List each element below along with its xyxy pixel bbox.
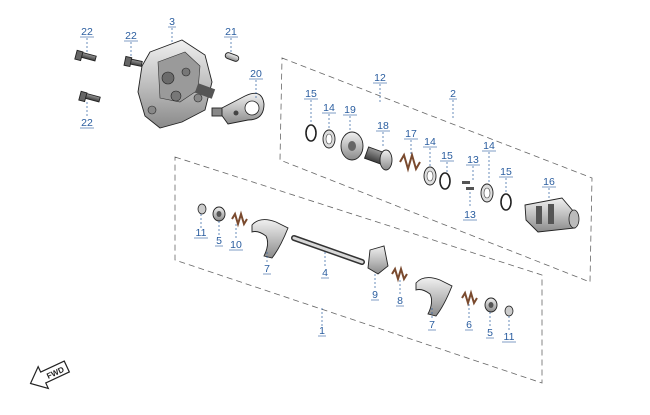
callout-9: 9: [372, 289, 378, 301]
housing-part: [137, 39, 216, 129]
roller-5-right: [484, 297, 498, 313]
callout-14: 14: [424, 136, 436, 148]
callout-12: 12: [374, 72, 386, 84]
callout-14: 14: [483, 140, 495, 152]
callout-7: 7: [429, 319, 435, 331]
shaft-18: [363, 146, 393, 171]
circlip-15-mid: [439, 172, 451, 190]
fwd-arrow-icon: FWD: [29, 360, 71, 390]
callout-11: 11: [504, 331, 515, 343]
circlip-15-right: [500, 193, 512, 211]
washer-14-right: [480, 183, 494, 203]
callout-22: 22: [81, 26, 93, 38]
callout-7: 7: [264, 263, 270, 275]
bolt-upper-left: [74, 49, 97, 62]
fork-7-left: [251, 219, 289, 259]
group-outline-assembly-1: [174, 156, 543, 384]
pin-part: [224, 52, 240, 62]
callout-2: 2: [450, 88, 456, 100]
spring-10: [231, 210, 248, 228]
callout-11: 11: [196, 227, 207, 239]
spring-6: [461, 289, 478, 307]
clip-11-right: [504, 305, 514, 317]
washer-14-mid: [423, 166, 437, 186]
callout-14: 14: [323, 102, 335, 114]
callout-10: 10: [230, 239, 242, 251]
callout-5: 5: [487, 327, 493, 339]
group-outline-assembly-2: [279, 57, 593, 283]
callout-17: 17: [405, 128, 417, 140]
callout-18: 18: [377, 120, 389, 132]
callout-15: 15: [305, 88, 317, 100]
rod-4: [291, 235, 365, 265]
callout-5: 5: [216, 235, 222, 247]
callout-6: 6: [466, 319, 472, 331]
shift-drum-16: [524, 197, 580, 233]
callout-16: 16: [543, 176, 555, 188]
callout-13: 13: [467, 154, 479, 166]
leader-lines: [86, 28, 550, 332]
callout-22: 22: [81, 117, 93, 129]
clip-11-left: [197, 203, 207, 215]
callout-1: 1: [319, 325, 325, 337]
callout-19: 19: [344, 104, 356, 116]
callout-3: 3: [169, 16, 175, 28]
callout-13: 13: [464, 209, 476, 221]
gear-19: [340, 131, 364, 161]
callout-21: 21: [225, 26, 237, 38]
lever-9: [367, 245, 389, 275]
callout-15: 15: [500, 166, 512, 178]
roller-5-left: [212, 206, 226, 222]
pins-13: [462, 181, 474, 190]
callout-15: 15: [441, 150, 453, 162]
spring-8: [391, 265, 408, 283]
callout-4: 4: [322, 267, 328, 279]
fork-7-right: [415, 277, 453, 317]
callout-20: 20: [250, 68, 262, 80]
circlip-15-left: [305, 124, 317, 142]
washer-14-left: [322, 129, 336, 149]
shift-plate-part: [211, 92, 265, 125]
spring-17: [399, 151, 421, 173]
callout-8: 8: [397, 295, 403, 307]
callout-22: 22: [125, 30, 137, 42]
bolt-upper-middle: [123, 55, 143, 68]
bolt-lower-left: [78, 90, 101, 103]
